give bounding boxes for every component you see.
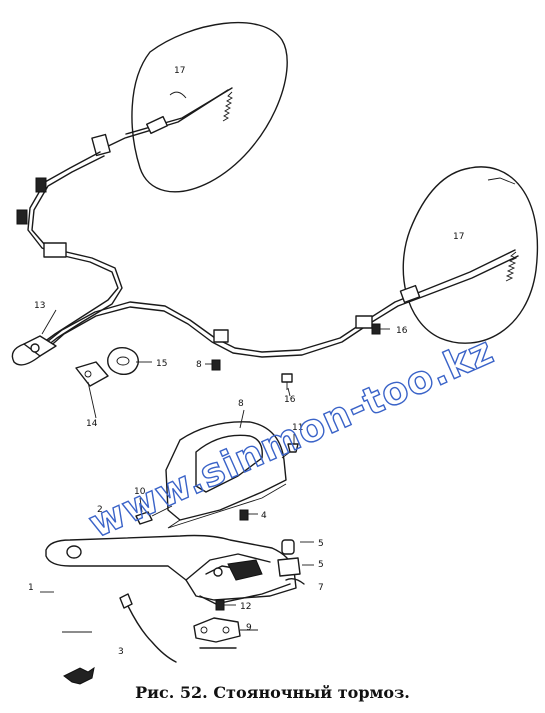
leader-lines [41,309,295,633]
left-rear-wheel [131,21,288,193]
ratchet-cap [277,539,301,577]
right-brake-cable [41,249,519,358]
bolt-4 [239,509,258,521]
screw-11 [281,443,299,459]
label-7: 7 [318,583,324,593]
bolt-12 [215,599,236,611]
label-16-right: 16 [396,326,408,336]
cable-clamp-bolt [205,359,221,371]
front-direction-arrow [63,666,95,685]
label-8: 8 [238,399,244,409]
label-17-right: 17 [453,232,464,242]
label-10: 10 [134,487,146,497]
label-1: 1 [28,583,34,593]
grommet [107,347,139,375]
cable-equalizer [11,335,57,366]
label-5-upper: 5 [318,539,324,549]
bolt-16-right [371,323,390,335]
watermark-text: www.sinmon-too.kz [82,328,500,546]
label-8-small: 8 [196,360,202,370]
label-17-left: 17 [174,66,185,76]
bracket-9 [193,617,241,649]
label-15: 15 [156,359,167,369]
label-3: 3 [118,647,124,657]
left-brake-cable [16,151,123,350]
parking-brake-lever [45,534,297,605]
figure-caption: Рис. 52. Стояночный тормоз. [135,683,410,702]
label-16-lower: 16 [284,395,296,405]
right-rear-wheel [402,166,539,344]
left-cable-spring [91,87,233,157]
label-12: 12 [240,602,251,612]
label-11: 11 [292,423,303,433]
lever-cover [165,421,287,529]
brake-switch-wire [119,593,177,663]
label-2: 2 [97,505,103,515]
pin-7 [285,577,305,585]
label-5-lower: 5 [318,560,324,570]
label-4: 4 [261,511,267,521]
label-13: 13 [34,301,45,311]
screw-10 [135,505,173,525]
label-14: 14 [86,419,98,429]
clip-plate [75,361,109,387]
bolt-16-lower [281,373,293,390]
label-9: 9 [246,623,252,633]
